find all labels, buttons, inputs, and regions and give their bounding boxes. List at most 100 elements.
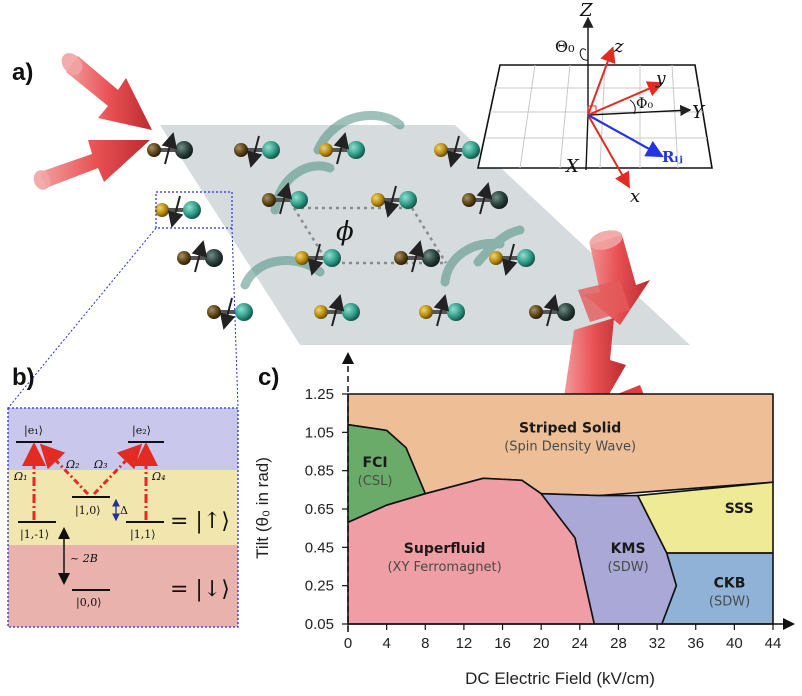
region-sub-label: (CSL)	[358, 474, 393, 489]
spin-arrow	[446, 135, 463, 168]
rotational-band	[8, 470, 238, 545]
phi0-label: Φ₀	[636, 96, 653, 112]
y-tick-label: 0.25	[305, 578, 334, 595]
x-tick-label: 0	[344, 635, 352, 652]
region-sub-label: (Spin Density Wave)	[504, 439, 636, 454]
molecule	[529, 294, 575, 327]
molecule	[371, 185, 417, 218]
state-00-label: |0,0⟩	[76, 596, 102, 610]
spin-arrow	[501, 243, 518, 276]
x-tick-label: 32	[649, 635, 666, 652]
molecule-atom-small	[207, 305, 221, 319]
spin-arrow	[408, 240, 425, 273]
spin-arrow	[219, 297, 236, 330]
x-tick-label: 24	[571, 635, 588, 652]
molecule-atom-large	[235, 303, 253, 321]
molecule	[462, 182, 508, 215]
molecule-atom-small	[529, 305, 543, 319]
molecule	[177, 240, 223, 273]
molecule-atom-small	[295, 251, 309, 265]
region-sub-label: (SDW)	[709, 595, 750, 610]
molecule	[489, 243, 535, 276]
molecule-atom-small	[371, 193, 385, 207]
state-1m1-label: |1,-1⟩	[20, 528, 49, 542]
state-11-label: |1,1⟩	[130, 528, 156, 542]
omega1-label: Ω₁	[13, 470, 28, 483]
omega4-label: Ω₄	[151, 470, 166, 483]
Y-label: Y	[692, 102, 706, 123]
laser-beam-left	[33, 140, 150, 190]
molecule-atom-large	[323, 249, 341, 267]
molecule-atom-large	[490, 191, 508, 209]
molecule	[234, 135, 280, 168]
y-axis	[587, 81, 664, 116]
spin-arrow	[328, 294, 345, 327]
spin-down-equation: = |↓⟩	[170, 577, 230, 602]
molecule-atom-large	[290, 191, 308, 209]
molecule-atom-small	[462, 193, 476, 207]
x-tick-label: 36	[687, 635, 704, 652]
spin-arrow	[161, 132, 178, 165]
spin-up-equation: = |↑⟩	[170, 509, 230, 534]
molecule-atom-small	[394, 251, 408, 265]
x-tick-label: 44	[765, 635, 782, 652]
region-name-label: FCI	[363, 455, 388, 471]
y-tick-label: 0.05	[305, 616, 334, 633]
region-name-label: KMS	[611, 541, 646, 557]
molecule	[314, 294, 360, 327]
molecule-atom-large	[399, 191, 417, 209]
state-10-label: |1,0⟩	[75, 504, 101, 518]
y-tick-label: 0.45	[305, 539, 334, 556]
molecule	[155, 195, 201, 228]
molecule-atom-small	[262, 193, 276, 207]
zoom-line-right	[231, 227, 239, 409]
x-tick-label: 40	[726, 635, 743, 652]
molecule-atom-large	[205, 249, 223, 267]
x-axis	[587, 114, 630, 189]
panel-a-label: a)	[12, 59, 33, 86]
x-tick-label: 8	[421, 635, 429, 652]
laser-beam-right	[578, 230, 650, 325]
y-tick-label: 0.85	[305, 463, 334, 480]
molecule-atom-small	[155, 203, 169, 217]
molecule-atom-large	[347, 141, 365, 159]
molecule-atom-large	[175, 141, 193, 159]
y-tick-label: 1.25	[305, 386, 334, 403]
x-label: x	[630, 186, 640, 207]
spin-arrow	[167, 195, 184, 228]
x-tick-label: 16	[494, 635, 511, 652]
X-axis	[585, 114, 589, 171]
spin-arrow	[543, 294, 560, 327]
molecule	[419, 294, 465, 327]
spin-arrow	[246, 135, 263, 168]
molecule-atom-large	[422, 249, 440, 267]
x-tick-label: 12	[456, 635, 473, 652]
y-label: y	[655, 69, 666, 89]
molecule-atom-large	[462, 141, 480, 159]
molecule-atom-small	[177, 251, 191, 265]
molecule	[147, 132, 193, 165]
delta-label: Δ	[120, 504, 128, 517]
molecule-atom-small	[489, 251, 503, 265]
region-sub-label: (SDW)	[607, 560, 648, 575]
molecule-atom-large	[262, 141, 280, 159]
x-axis-label: DC Electric Field (kV/cm)	[465, 669, 655, 688]
rij-vector	[587, 114, 664, 158]
region-labels: Striped Solid(Spin Density Wave)FCI(CSL)…	[358, 420, 754, 609]
Y-axis	[587, 104, 692, 117]
X-label: X	[564, 156, 580, 177]
omega3-arrow	[92, 443, 143, 496]
spin-arrow	[476, 182, 493, 215]
panel-b: b) |e₁⟩ |e₂⟩ |1,0⟩ |1,-1⟩ |1,1⟩ |0,0⟩ Ω	[7, 364, 239, 628]
molecule	[295, 243, 341, 276]
theta0-label: Θ₀	[555, 37, 575, 56]
molecule-atom-large	[183, 201, 201, 219]
excited-band	[8, 408, 238, 470]
zoom-line-left	[7, 227, 157, 409]
spin-arrow	[276, 182, 293, 215]
rij-label: Rᵢⱼ	[662, 148, 683, 166]
y-tick-label: 1.05	[305, 424, 334, 441]
